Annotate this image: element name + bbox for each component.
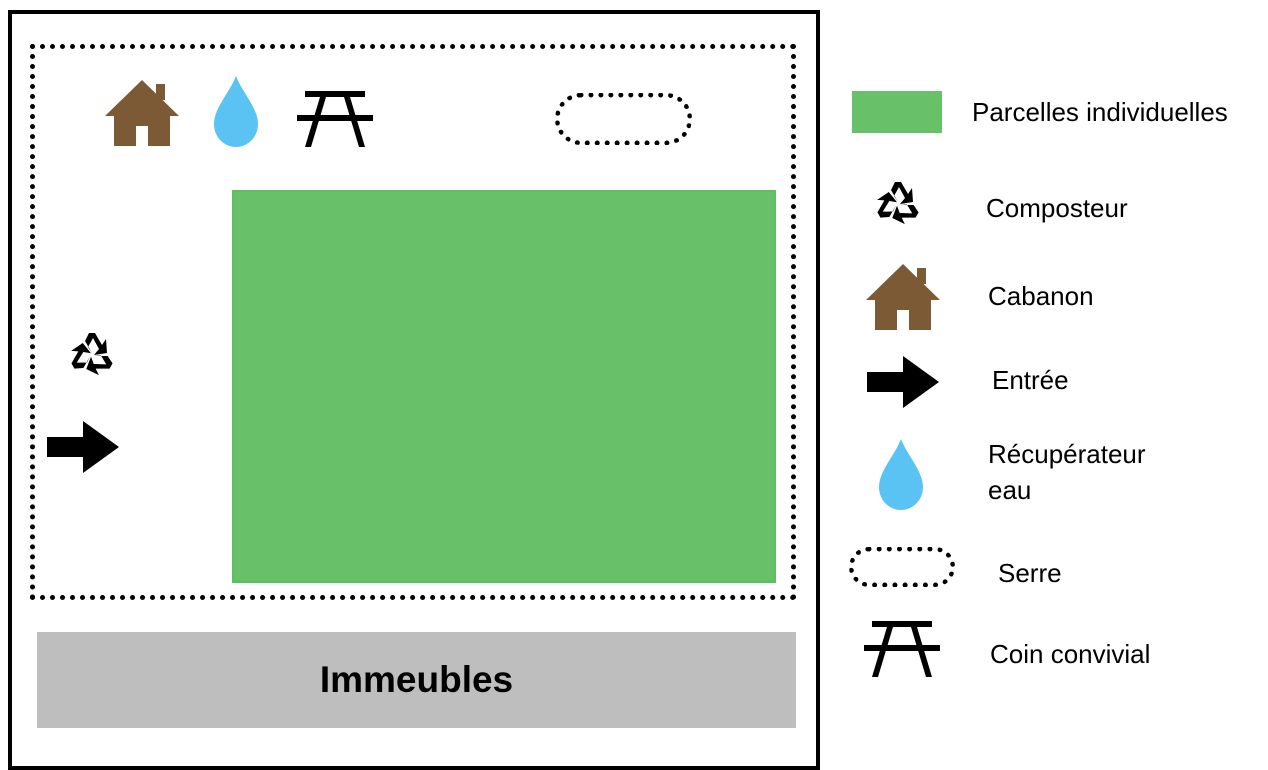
legend-swatch-plots	[852, 91, 942, 133]
legend-label-composter: Composteur	[986, 193, 1128, 223]
recycle-icon	[62, 327, 122, 383]
legend-label-water-line2: eau	[988, 475, 1032, 505]
legend-picnic-table-icon	[862, 620, 942, 678]
legend-recycle-icon	[867, 176, 929, 232]
legend-shed-icon	[866, 264, 940, 332]
picnic-table-icon	[296, 90, 374, 148]
building-block: Immeubles	[37, 632, 796, 728]
legend-arrow-icon	[866, 354, 940, 410]
legend-greenhouse-icon	[849, 547, 955, 587]
building-label: Immeubles	[319, 659, 514, 700]
legend-label-greenhouse: Serre	[998, 558, 1062, 588]
cabanon-icon	[105, 80, 179, 148]
garden-zone-border	[30, 44, 796, 600]
legend-label-water-line1: Récupérateur	[988, 439, 1146, 469]
greenhouse-icon	[555, 93, 692, 145]
individual-plots	[232, 190, 776, 583]
legend-label-picnic: Coin convivial	[990, 639, 1151, 669]
legend-label-shed: Cabanon	[988, 281, 1094, 311]
legend-label-entrance: Entrée	[992, 365, 1069, 395]
legend-water-drop-icon	[878, 438, 924, 512]
entrance-arrow-icon	[46, 420, 120, 474]
water-drop-icon	[213, 76, 259, 148]
legend-label-plots: Parcelles individuelles	[972, 97, 1228, 127]
